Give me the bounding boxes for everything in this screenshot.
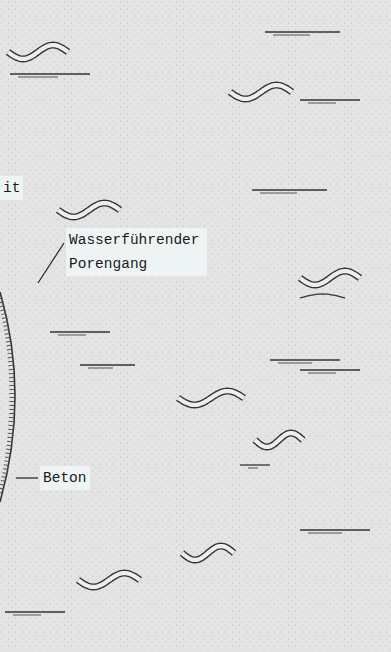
leader-lines [16,243,64,478]
pore-channels [8,45,360,587]
pore-strokes [5,32,370,615]
part-label: it [0,176,23,200]
part-label: Wasserführender Porengang [66,228,207,276]
bore-wall [0,292,15,502]
material-label: Beton [40,466,90,490]
